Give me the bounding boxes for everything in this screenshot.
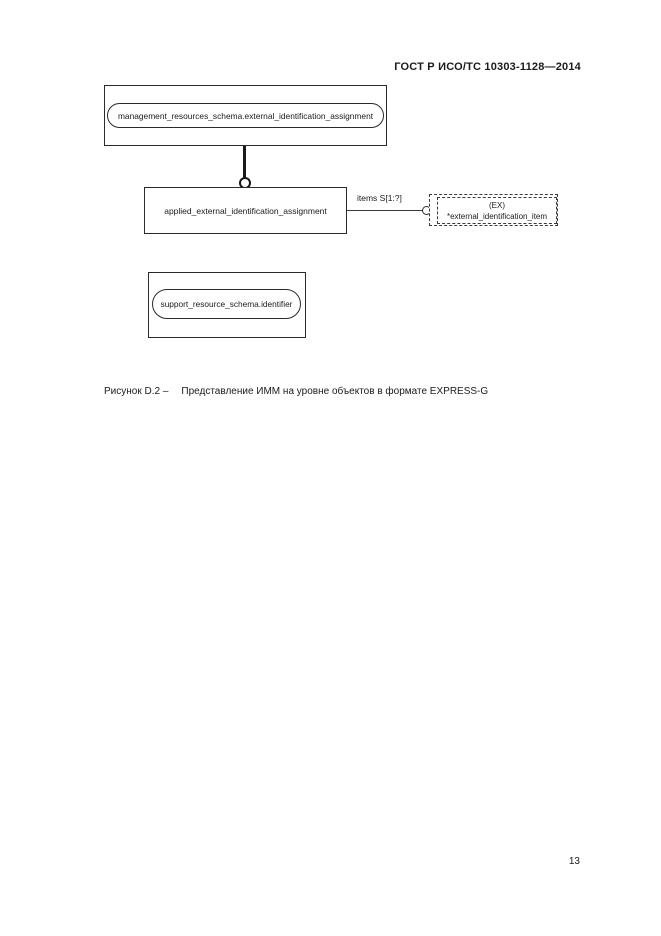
entity-box: applied_external_identification_assignme…: [144, 187, 347, 234]
external-ref-name: *external_identification_item: [446, 211, 548, 221]
schema-ref-oval-bottom: support_resource_schema.identifier: [152, 289, 301, 319]
external-ref-box: (EX) *external_identification_item: [437, 197, 557, 224]
relation-line: [347, 210, 423, 211]
schema-box-top: management_resources_schema.external_ide…: [104, 85, 387, 146]
page-number: 13: [568, 856, 580, 867]
figure-caption: Рисунок D.2 – Представление ИММ на уровне…: [104, 386, 488, 397]
schema-ref-oval-top: management_resources_schema.external_ide…: [107, 103, 384, 128]
entity-label: applied_external_identification_assignme…: [164, 205, 327, 216]
schema-box-bottom: support_resource_schema.identifier: [148, 272, 306, 338]
external-ref-outer-box: [429, 194, 558, 226]
supertype-line: [243, 146, 246, 178]
external-ref-kind: (EX): [489, 200, 505, 210]
schema-ref-top-label: management_resources_schema.external_ide…: [117, 110, 374, 121]
figure-caption-text: Представление ИММ на уровне объектов в ф…: [181, 386, 489, 397]
document-header: ГОСТ Р ИСО/ТС 10303-1128—2014: [394, 61, 581, 73]
figure-caption-label: Рисунок D.2 –: [104, 386, 169, 397]
schema-ref-bottom-label: support_resource_schema.identifier: [160, 299, 293, 309]
relation-label: items S[1:?]: [357, 193, 402, 203]
